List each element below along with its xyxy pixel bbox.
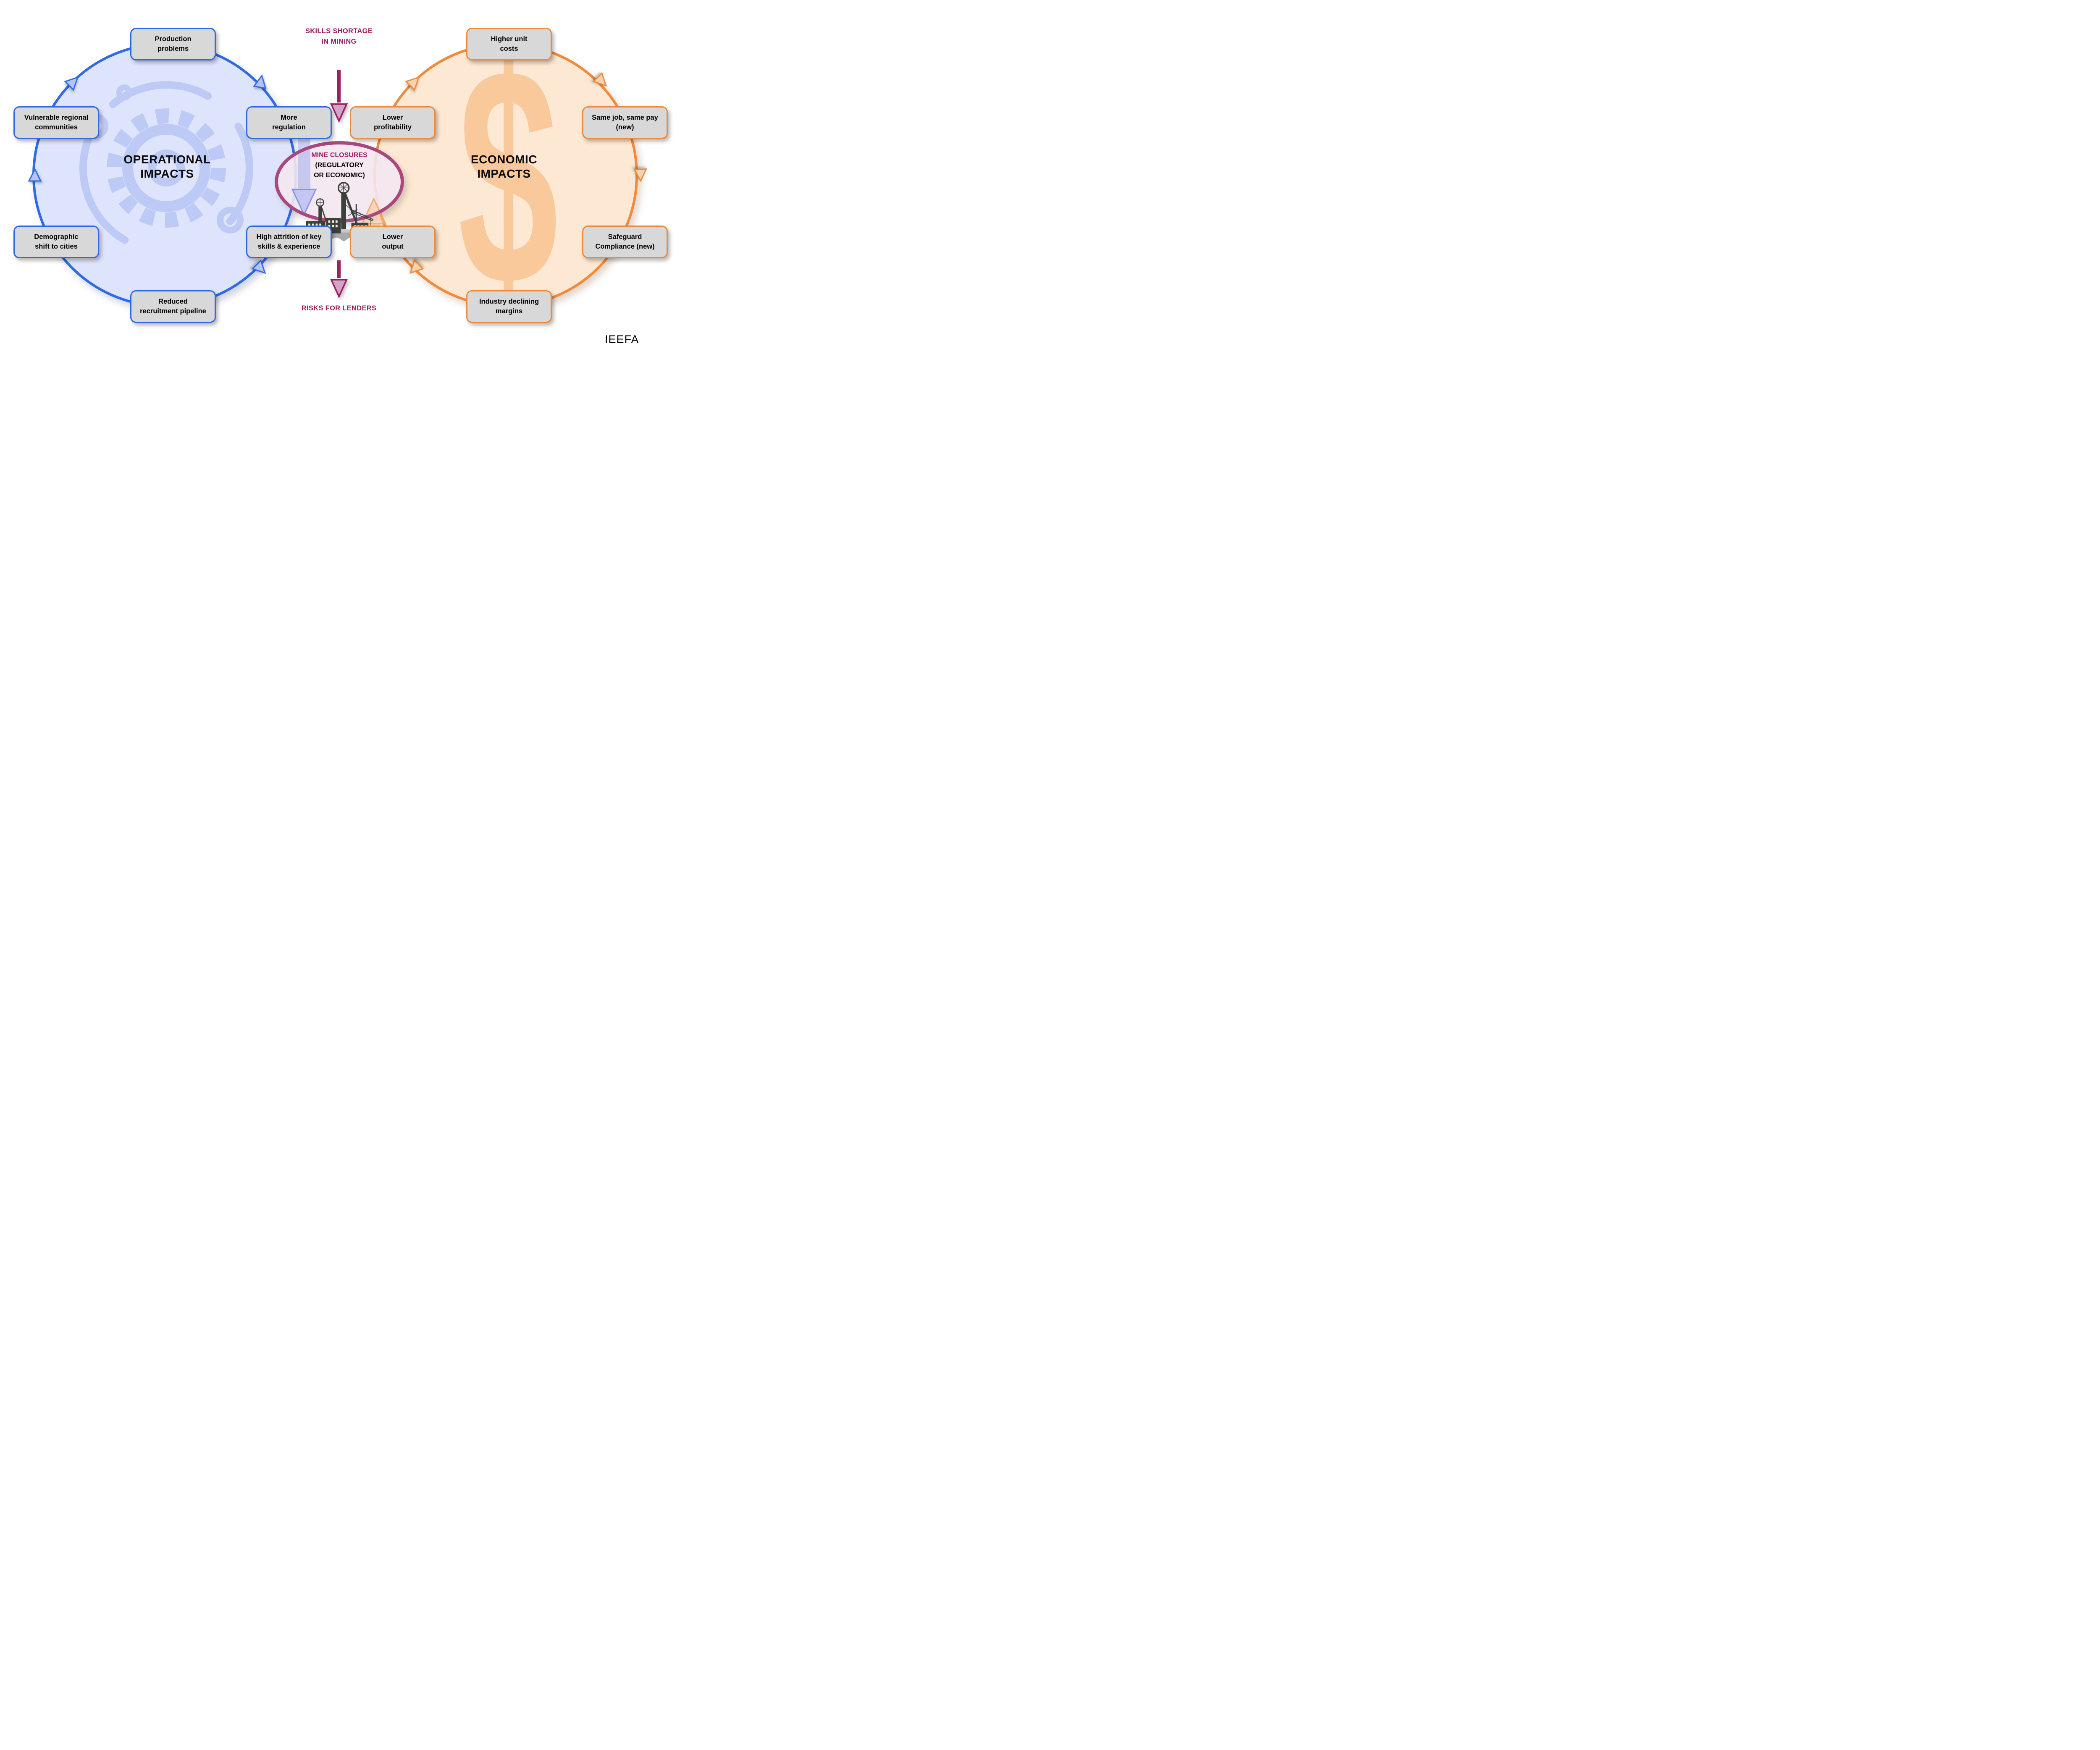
flow-arrowhead-icon [253, 74, 267, 89]
flow-label-line: IN MINING [321, 37, 357, 45]
box-label: communities [35, 123, 78, 131]
box-label: regulation [272, 123, 306, 131]
flow-arrowhead-icon [251, 259, 266, 274]
box-label: shift to cities [35, 243, 78, 250]
box-label: Higher unit [491, 35, 528, 43]
title-line: IMPACTS [140, 167, 194, 181]
box-industry-declining-margins: Industry declining margins [466, 290, 552, 323]
down-arrow-icon [330, 103, 348, 123]
down-arrow-stem [337, 260, 341, 278]
box-label: Vulnerable regional [24, 114, 89, 122]
box-same-job-same-pay: Same job, same pay (new) [582, 106, 668, 139]
box-label: Reduced [158, 298, 188, 306]
flow-arrowhead-icon [633, 168, 647, 183]
dollar-sign-icon: $ [458, 3, 559, 350]
box-demographic-shift-to-cities: Demographic shift to cities [13, 226, 99, 258]
flow-label-line: RISKS FOR LENDERS [301, 304, 377, 312]
diagram-canvas: $ [0, 0, 672, 350]
box-label: Industry declining [479, 298, 539, 306]
down-arrow-icon [330, 279, 348, 298]
box-label: output [382, 243, 404, 250]
economic-impacts-title: ECONOMIC IMPACTS [420, 152, 588, 181]
mine-closures-subtitle: (REGULATORY [315, 162, 364, 169]
skills-shortage-label: SKILLS SHORTAGE IN MINING [297, 26, 381, 47]
box-label: Compliance (new) [595, 243, 655, 250]
gear-icon [74, 76, 259, 260]
box-label: Demographic [34, 233, 79, 241]
risks-for-lenders-label: RISKS FOR LENDERS [276, 303, 402, 314]
box-label: profitability [374, 123, 412, 131]
mine-closures-label: MINE CLOSURES (REGULATORY OR ECONOMIC) [285, 150, 394, 181]
box-lower-profitability: Lower profitability [350, 106, 436, 139]
box-label: More [281, 114, 297, 122]
box-lower-output: Lower output [350, 226, 436, 258]
operational-impacts-title: OPERATIONAL IMPACTS [83, 152, 251, 181]
title-line: IMPACTS [477, 167, 531, 181]
box-higher-unit-costs: Higher unit costs [466, 28, 552, 60]
flow-arrowhead-icon [64, 76, 79, 91]
flow-label-line: SKILLS SHORTAGE [305, 27, 373, 35]
box-reduced-recruitment-pipeline: Reduced recruitment pipeline [130, 290, 216, 323]
box-production-problems: Production problems [130, 28, 216, 60]
title-line: OPERATIONAL [123, 153, 211, 166]
flow-arrowhead-icon [405, 76, 420, 91]
mine-closures-title: MINE CLOSURES [311, 152, 368, 159]
flow-arrowhead-icon [409, 259, 424, 274]
box-safeguard-compliance: Safeguard Compliance (new) [582, 226, 668, 258]
box-label: Same job, same pay [592, 114, 658, 122]
box-label: Safeguard [608, 233, 642, 241]
box-label: Production [155, 35, 192, 43]
box-label: (new) [616, 123, 634, 131]
flow-arrowhead-icon [28, 168, 42, 182]
box-label: costs [500, 45, 518, 52]
box-label: recruitment pipeline [140, 307, 206, 315]
ieefa-logo: IEEFA [605, 333, 639, 346]
box-label: margins [495, 307, 523, 315]
box-vulnerable-regional-communities: Vulnerable regional communities [13, 106, 99, 139]
flow-arrowhead-icon [592, 72, 607, 87]
title-line: ECONOMIC [471, 153, 537, 166]
box-label: Lower [382, 114, 403, 122]
down-arrow-stem [337, 70, 341, 102]
box-label: skills & experience [257, 243, 320, 250]
box-more-regulation: More regulation [246, 106, 332, 139]
box-high-attrition: High attrition of key skills & experienc… [246, 226, 332, 258]
box-label: High attrition of key [256, 233, 322, 241]
mine-closures-subtitle: OR ECONOMIC) [314, 172, 365, 179]
box-label: problems [157, 45, 189, 52]
box-label: Lower [382, 233, 403, 241]
